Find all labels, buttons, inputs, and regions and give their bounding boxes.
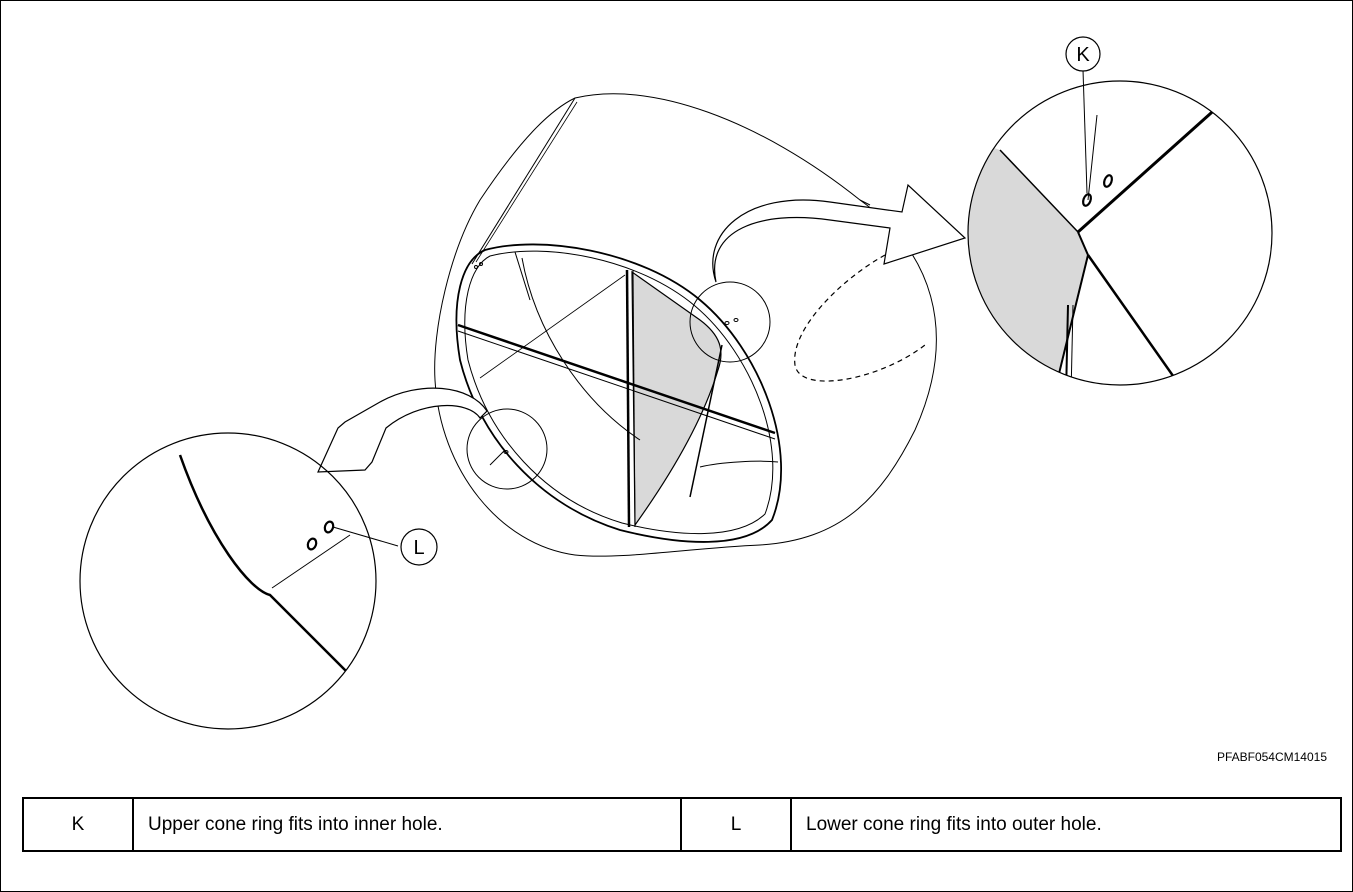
drum-top-edge-2: [475, 101, 578, 263]
inner-cross-bars: [457, 251, 779, 528]
detail-circle-l: [79, 432, 399, 730]
detail-k-holes: [1082, 174, 1113, 207]
arrow-to-detail-l: [317, 387, 488, 473]
legend-description-k: Upper cone ring fits into inner hole.: [132, 797, 682, 852]
leader-l: [332, 526, 399, 547]
callout-l-label: L: [413, 537, 424, 559]
drum-front-opening-inner: [464, 250, 774, 535]
hidden-outline: [794, 254, 926, 382]
callout-k-label: K: [1076, 44, 1090, 66]
drum-right-edge: [859, 199, 871, 206]
detail-circle-k: [967, 69, 1273, 386]
drum-front-opening: [455, 243, 782, 543]
leader-k: [1082, 69, 1088, 194]
detail-k-shaded-area: [968, 140, 1088, 385]
legend-key-l: L: [680, 797, 792, 852]
arrow-to-detail-k: [712, 183, 967, 283]
figure-code: PFABF054CM14015: [1216, 750, 1327, 764]
main-drum: [434, 93, 937, 557]
small-holes: [474, 262, 739, 454]
legend-row: K Upper cone ring fits into inner hole. …: [22, 797, 1342, 852]
callout-l: L: [400, 528, 438, 566]
magnify-circle-k: [689, 281, 771, 363]
magnify-circle-l: [466, 408, 548, 490]
drum-top-edge: [471, 97, 576, 265]
legend-description-l: Lower cone ring fits into outer hole.: [790, 797, 1342, 852]
detail-l-holes: [306, 520, 335, 551]
callout-k: K: [1065, 36, 1101, 72]
legend-table: K Upper cone ring fits into inner hole. …: [22, 797, 1342, 852]
legend-key-k: K: [22, 797, 134, 852]
